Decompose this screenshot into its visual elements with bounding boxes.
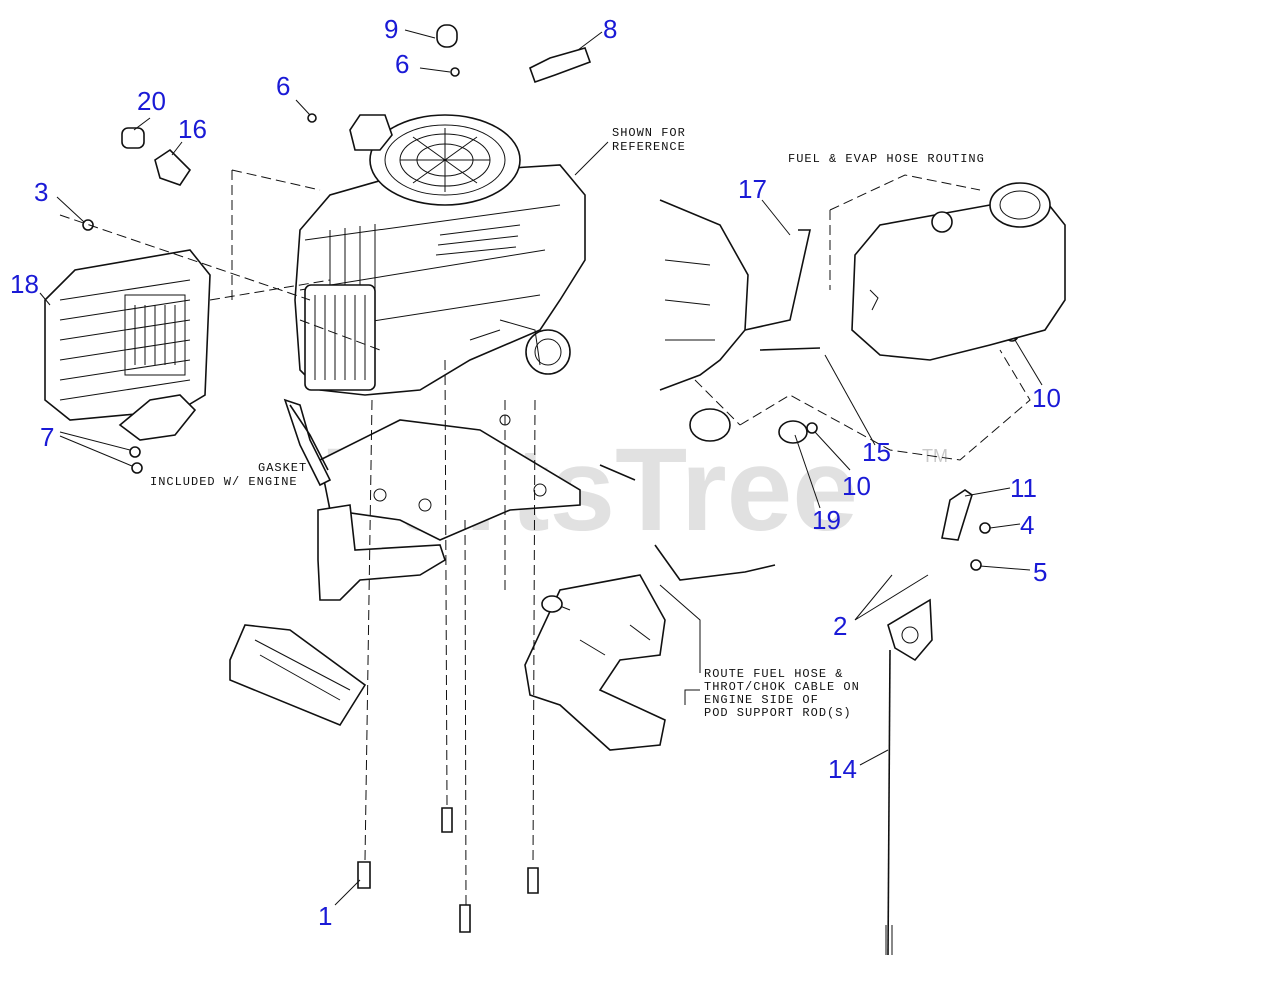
callout-5[interactable]: 5 (1033, 557, 1047, 587)
other-cables[interactable] (289, 404, 636, 481)
throttle-cable[interactable] (885, 649, 893, 956)
callout-6[interactable]: 6 (276, 71, 290, 101)
callout-4[interactable]: 4 (1020, 510, 1034, 540)
note-line: REFERENCE (612, 140, 686, 154)
note-line: POD SUPPORT ROD(S) (704, 706, 852, 720)
callout-6-top[interactable]: 6 (395, 49, 409, 79)
note-fuel-evap-hose-routing: FUEL & EVAP HOSE ROUTING (788, 152, 985, 166)
floor-shield[interactable] (229, 624, 367, 726)
breather-fitting[interactable] (121, 127, 192, 186)
engine-assembly[interactable] (294, 114, 586, 396)
note-line: INCLUDED W/ ENGINE (150, 475, 298, 489)
callout-16[interactable]: 16 (178, 114, 207, 144)
callout-15[interactable]: 15 (862, 437, 891, 467)
muffler[interactable] (44, 249, 211, 441)
callout-1[interactable]: 1 (318, 901, 332, 931)
callout-14[interactable]: 14 (828, 754, 857, 784)
callout-9[interactable]: 9 (384, 14, 398, 44)
pod-support-bracket[interactable] (524, 544, 776, 751)
mounting-bolts[interactable] (357, 807, 539, 933)
callout-19[interactable]: 19 (812, 505, 841, 535)
callout-10[interactable]: 10 (842, 471, 871, 501)
left-bracket[interactable] (283, 398, 446, 601)
callout-labels: 9 8 6 6 20 16 3 18 7 17 10 15 10 19 11 4… (10, 14, 1061, 931)
callout-18[interactable]: 18 (10, 269, 39, 299)
wire-connector[interactable] (529, 47, 592, 84)
callout-20[interactable]: 20 (137, 86, 166, 116)
note-line: SHOWN FOR (612, 126, 686, 140)
note-shown-for-reference: SHOWN FOR REFERENCE (612, 126, 686, 154)
note-line: ROUTE FUEL HOSE & (704, 667, 843, 681)
callout-7[interactable]: 7 (40, 422, 54, 452)
note-route-fuel-hose: ROUTE FUEL HOSE & THROT/CHOK CABLE ON EN… (704, 667, 860, 720)
note-line: ENGINE SIDE OF (704, 693, 819, 707)
note-line: GASKET (258, 461, 307, 475)
dashed-reference-lines (59, 169, 1031, 906)
callout-2[interactable]: 2 (833, 611, 847, 641)
fuel-tank[interactable] (851, 182, 1066, 361)
throttle-plate[interactable] (941, 489, 973, 541)
callout-11[interactable]: 11 (1010, 473, 1037, 503)
engine-reference-partial (659, 199, 821, 444)
throttle-bracket[interactable] (887, 598, 933, 662)
note-line: THROT/CHOK CABLE ON (704, 680, 860, 694)
note-gasket: GASKET INCLUDED W/ ENGINE (150, 461, 307, 489)
callout-10-tank[interactable]: 10 (1032, 383, 1061, 413)
spark-plug-boot[interactable] (436, 24, 458, 48)
callout-8[interactable]: 8 (603, 14, 617, 44)
callout-3[interactable]: 3 (34, 177, 48, 207)
leader-lines (39, 29, 1043, 906)
callout-17[interactable]: 17 (738, 174, 767, 204)
